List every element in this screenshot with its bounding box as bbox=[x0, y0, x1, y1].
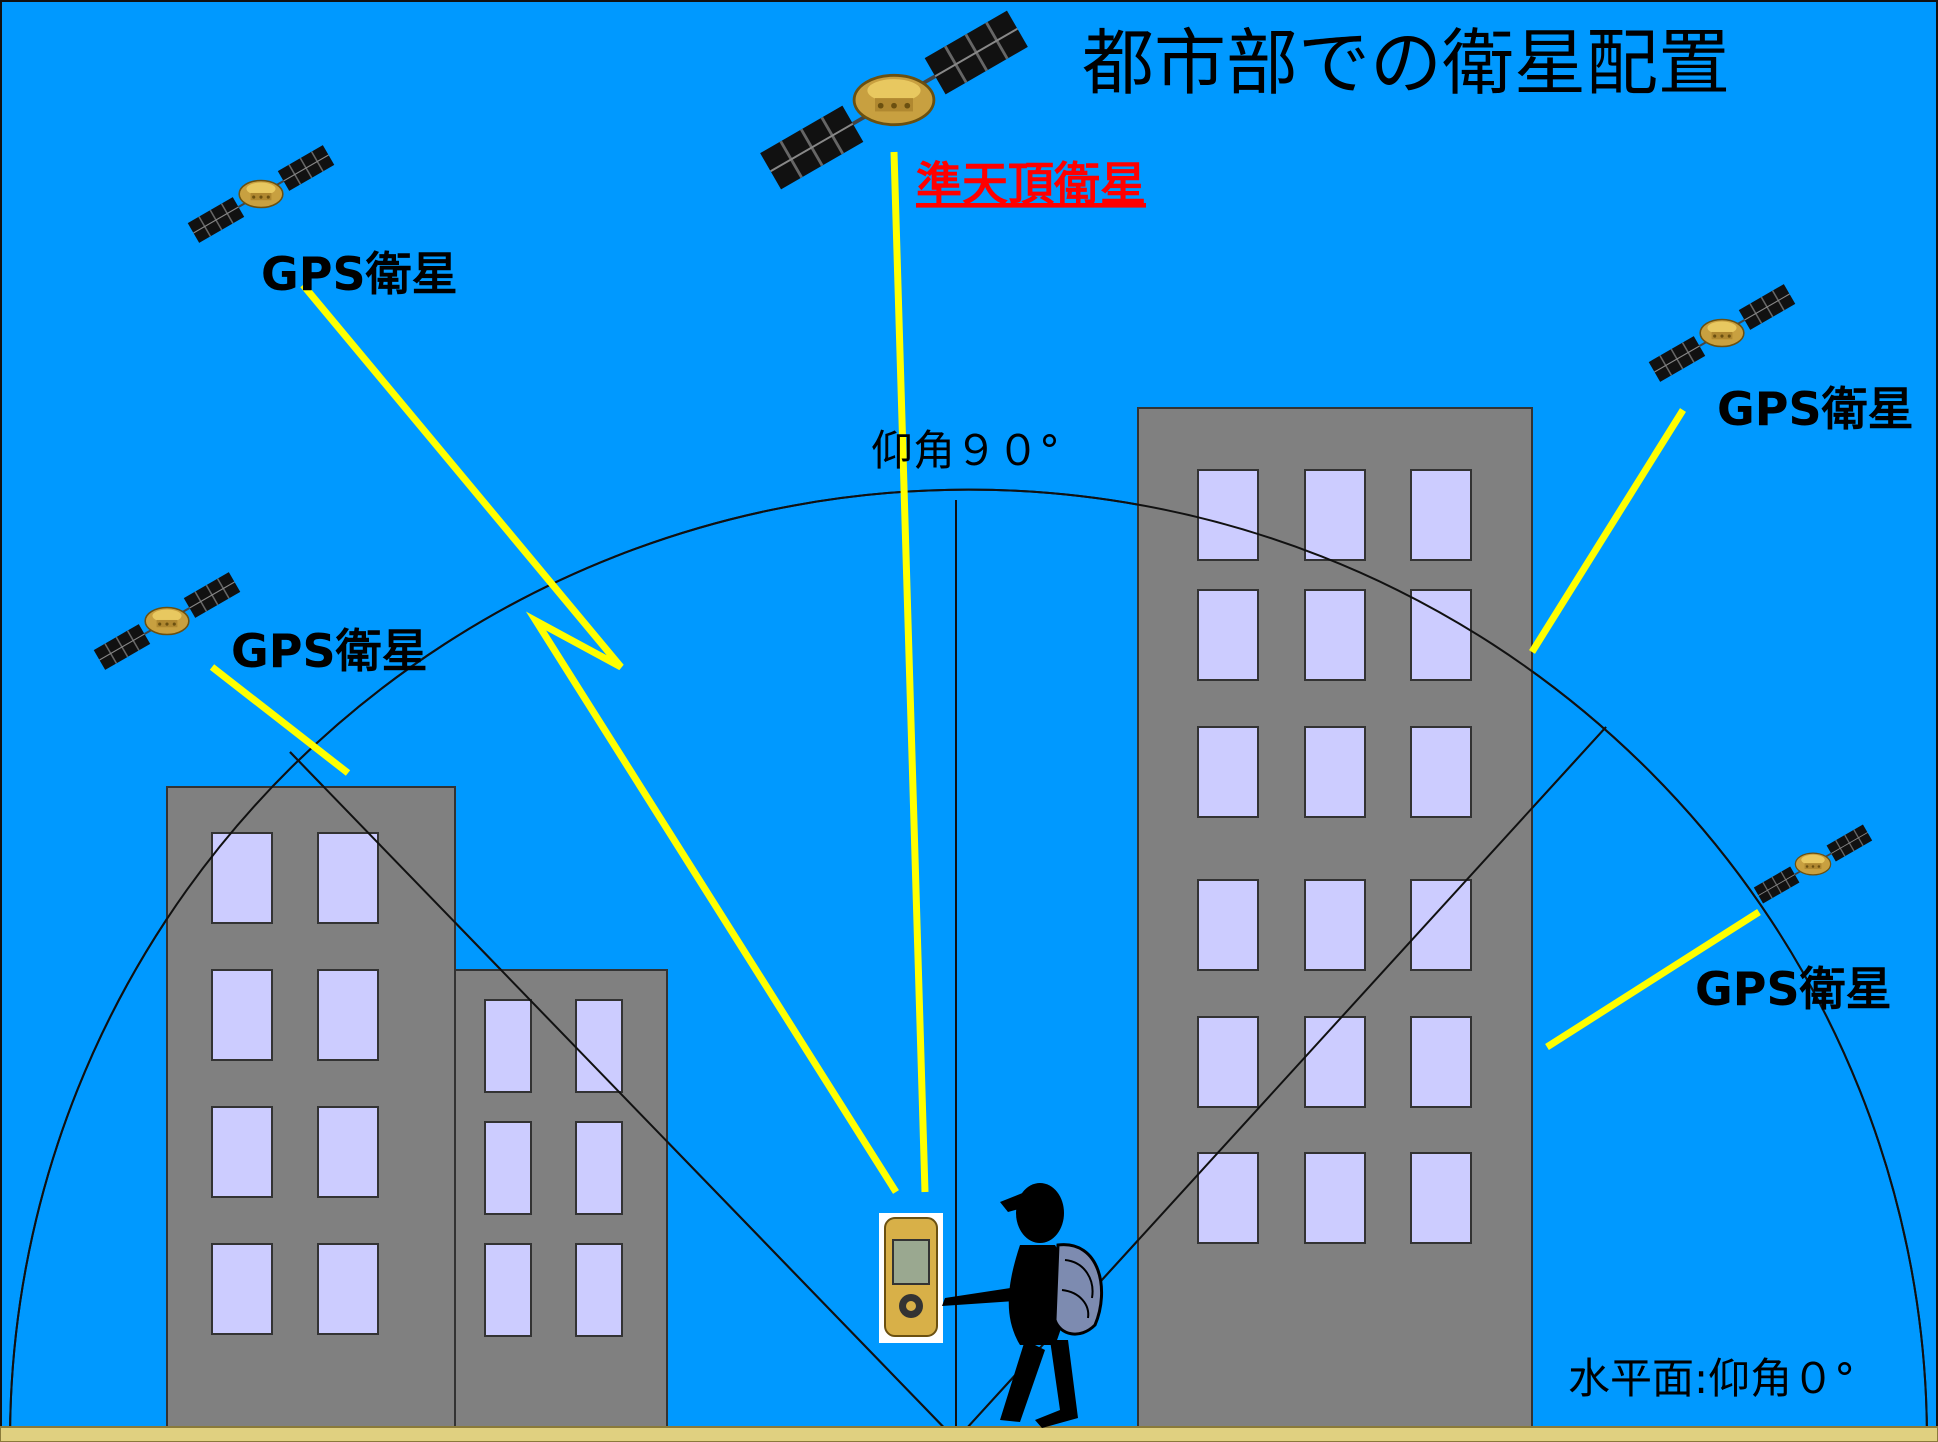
building-left-short bbox=[454, 969, 668, 1438]
signal-paths bbox=[209, 151, 1761, 1194]
gps-label-right-upper: GPS衛星 bbox=[1717, 382, 1914, 436]
building-left-tall bbox=[166, 786, 456, 1438]
diagram-title: 都市部での衛星配置 bbox=[1082, 21, 1730, 105]
building-right-tall bbox=[1137, 407, 1533, 1438]
person-with-backpack-icon bbox=[942, 1183, 1103, 1428]
gps-label-right-lower: GPS衛星 bbox=[1695, 962, 1892, 1016]
signal-qzss bbox=[890, 151, 929, 1193]
zenith-label: 仰角９０° bbox=[871, 426, 1060, 475]
qzss-label: 準天頂衛星 bbox=[916, 157, 1146, 211]
ground-strip bbox=[0, 1426, 1938, 1442]
gps-receiver-icon bbox=[879, 1213, 943, 1343]
signal-gps-multipath bbox=[300, 282, 899, 1194]
signal-gps-right-lower-blocked bbox=[1545, 909, 1761, 1050]
gps-label-upper-left: GPS衛星 bbox=[261, 247, 458, 301]
gps-label-left: GPS衛星 bbox=[231, 624, 428, 678]
signal-gps-left-blocked bbox=[209, 664, 351, 776]
horizon-label: 水平面:仰角０° bbox=[1568, 1354, 1855, 1403]
signal-gps-right-upper-blocked bbox=[1529, 408, 1686, 654]
